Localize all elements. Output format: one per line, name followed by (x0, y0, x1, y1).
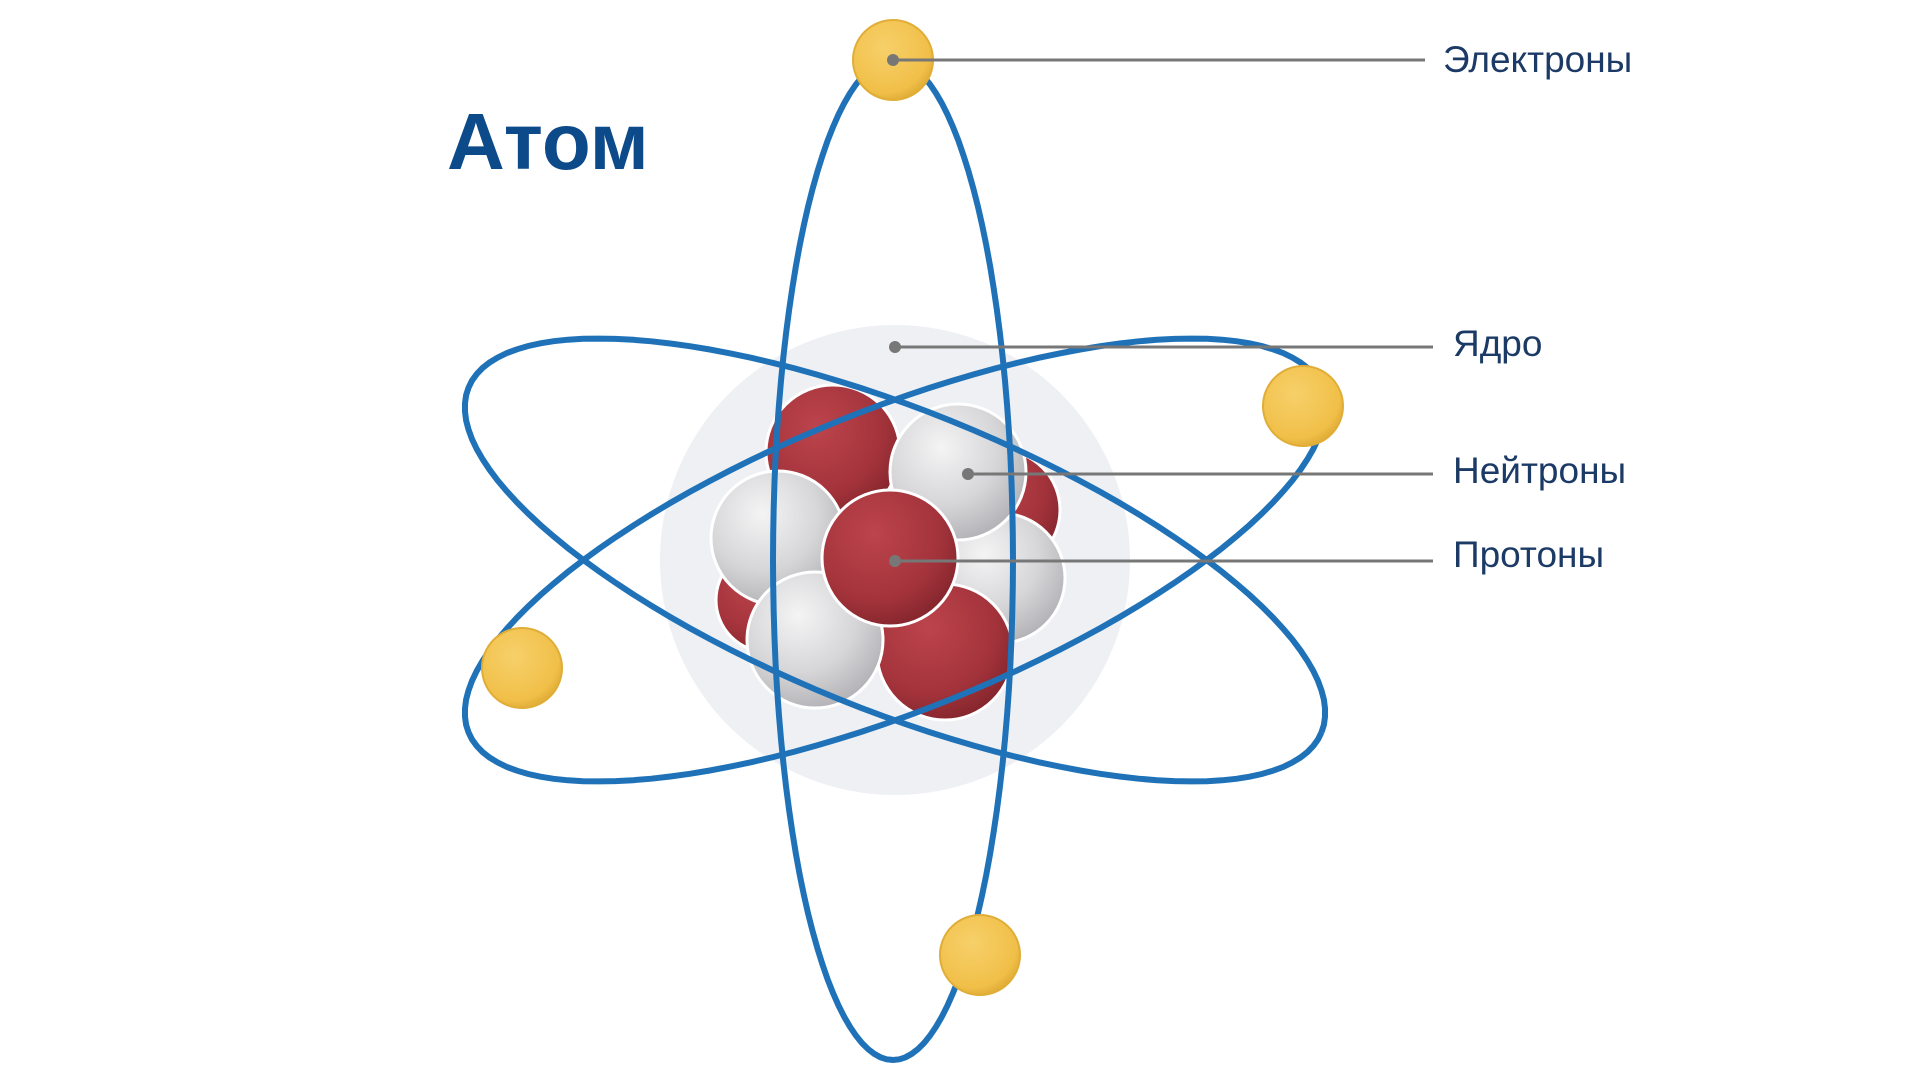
leader-lines (887, 54, 1433, 567)
nucleus (709, 383, 1067, 722)
orbit-diagonal-a-front (462, 335, 1328, 785)
electrons-label: Электроны (1443, 39, 1633, 80)
orbit-vertical-front (769, 56, 1016, 1064)
neutrons-leader-dot (962, 468, 974, 480)
neutrons-label: Нейтроны (1453, 450, 1627, 491)
electrons-leader-dot (887, 54, 899, 66)
orbit-diagonal-b-front (462, 335, 1328, 785)
nucleus-label: Ядро (1453, 323, 1543, 364)
electron-ball (481, 627, 563, 709)
electron-ball (1262, 365, 1344, 447)
protons-label: Протоны (1453, 534, 1605, 575)
protons-leader-dot (889, 555, 901, 567)
orbit-front-layer (462, 56, 1328, 1064)
nucleus-leader-dot (889, 341, 901, 353)
diagram-title: Атом (447, 97, 649, 186)
electron-ball (939, 914, 1021, 996)
